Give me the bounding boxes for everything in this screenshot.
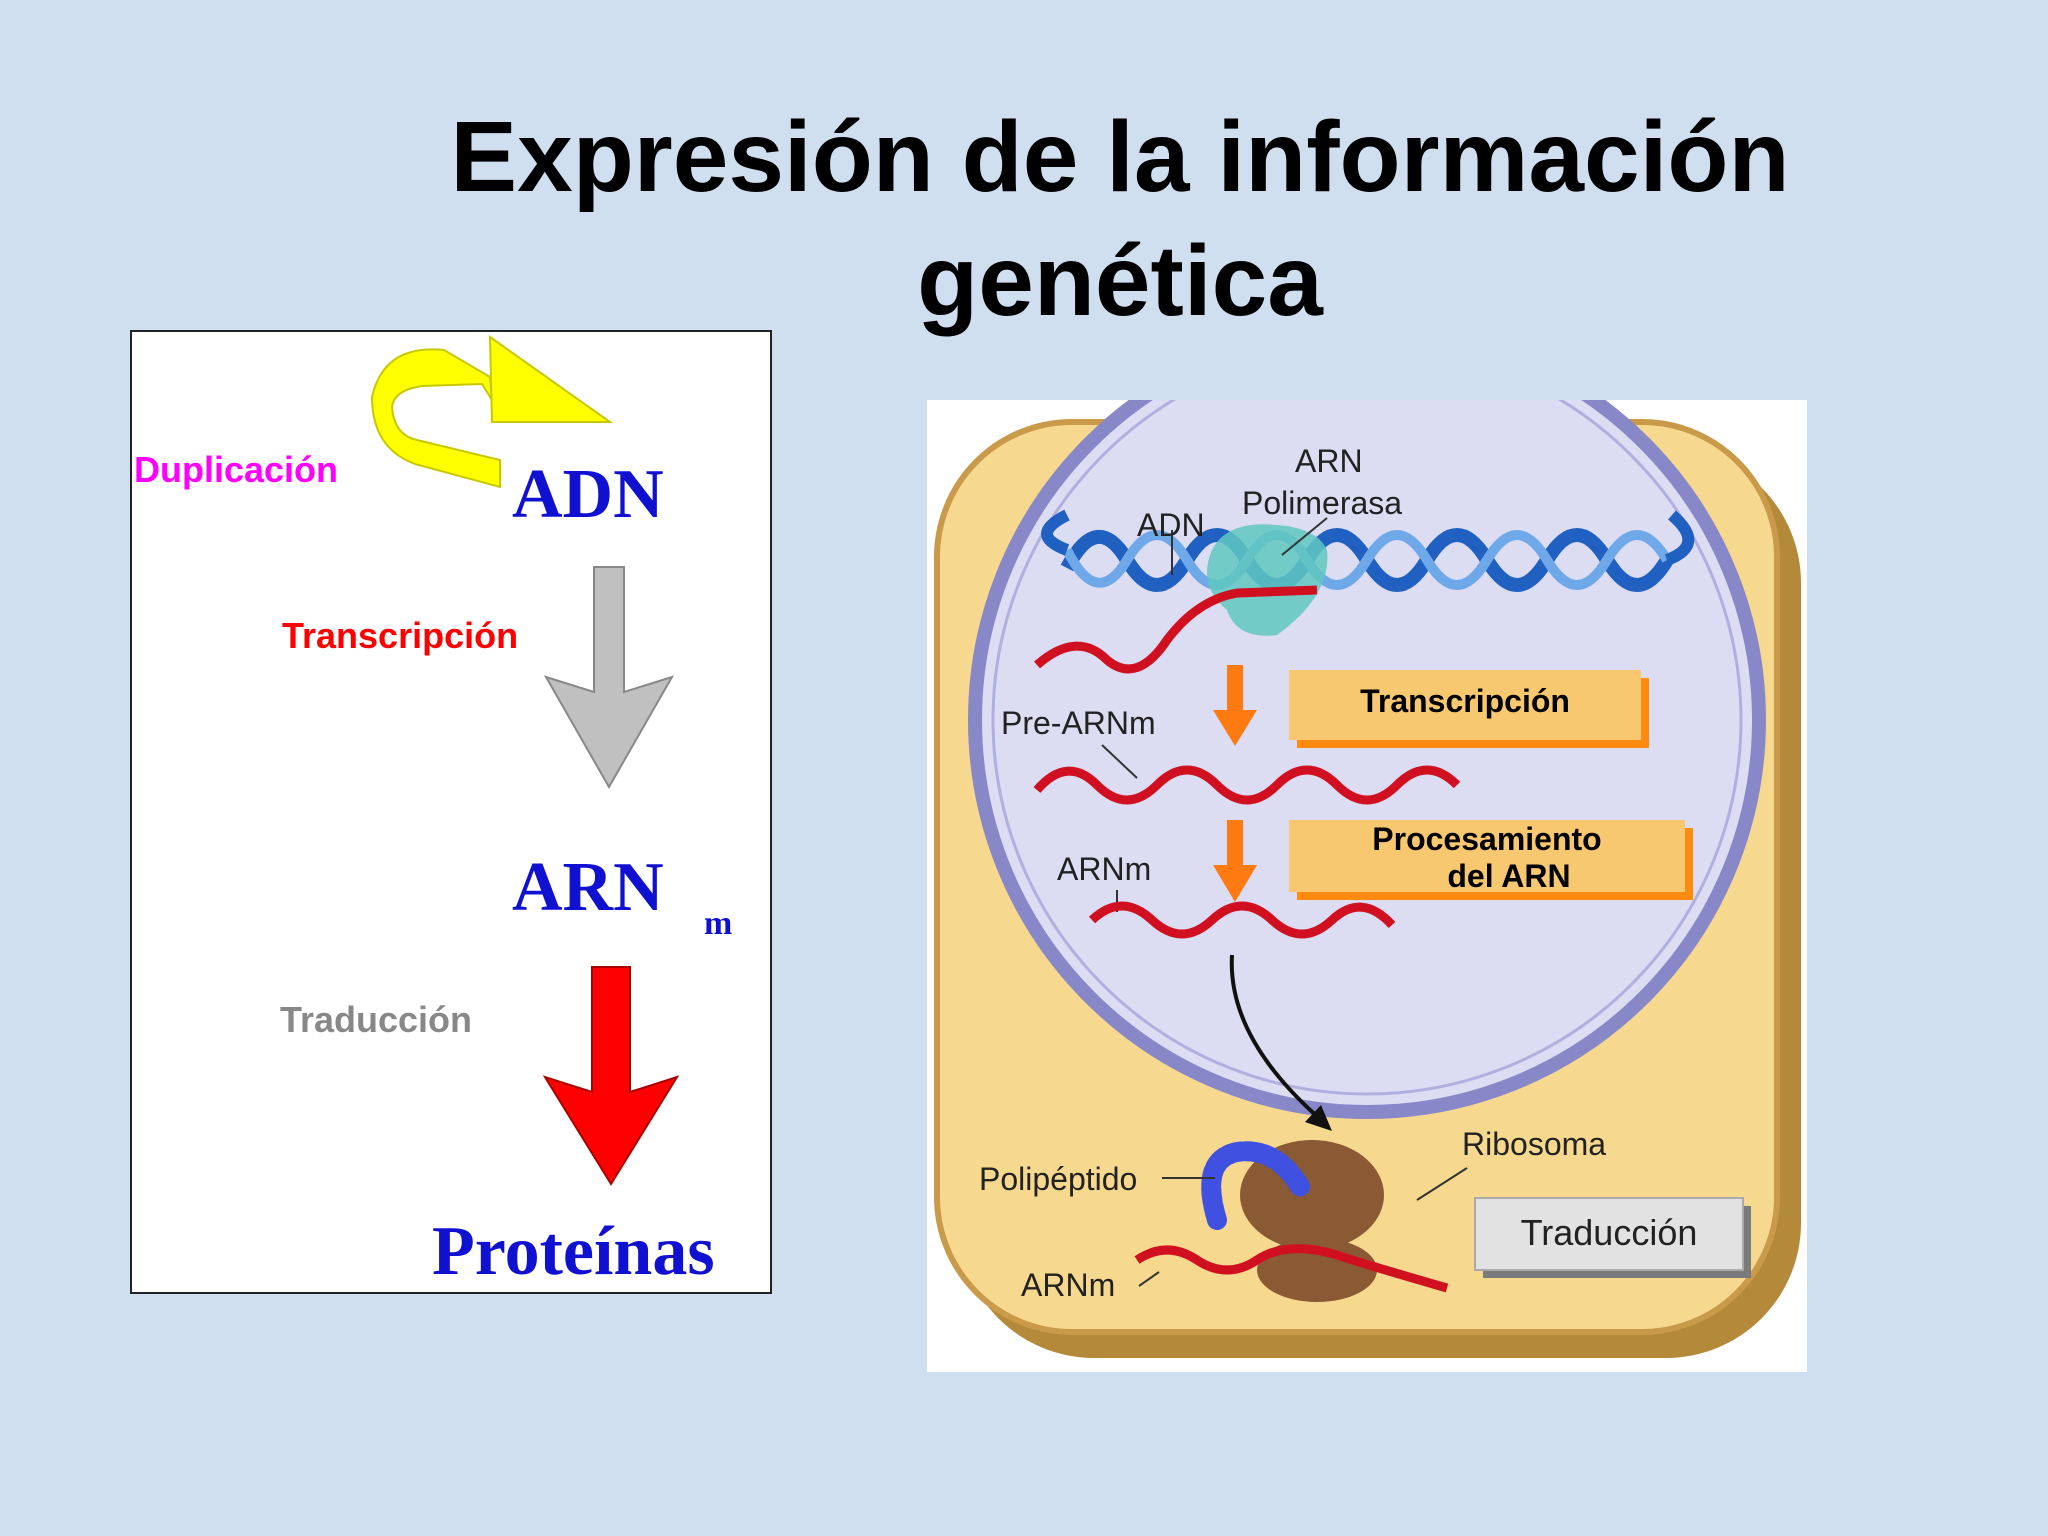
export-arrow bbox=[1229, 954, 1329, 1127]
slide-title-line1: Expresión de la información bbox=[450, 101, 1790, 213]
arnm-cytoplasm-pointer bbox=[1138, 1271, 1160, 1287]
translation-label: Traducción bbox=[280, 999, 472, 1040]
pre-arnm-pointer bbox=[1101, 744, 1138, 779]
translation-arrow bbox=[542, 966, 680, 1186]
export-arrow-head bbox=[1305, 1105, 1332, 1131]
polipeptido-label: Polipéptido bbox=[979, 1161, 1137, 1197]
processing-box-label-line1: Procesamiento bbox=[1372, 821, 1601, 857]
rna-polymerase bbox=[1207, 524, 1328, 636]
arnm-cytoplasm-label: ARNm bbox=[1021, 1267, 1115, 1303]
arn-subscript: m bbox=[704, 905, 732, 942]
central-dogma-diagram: Duplicación ADN Transcripción ARN m Trad… bbox=[130, 330, 772, 1294]
processing-box bbox=[1289, 820, 1685, 892]
duplication-label: Duplicación bbox=[134, 449, 338, 490]
ribosoma-pointer bbox=[1416, 1167, 1468, 1201]
transcription-arrow bbox=[1213, 665, 1257, 746]
arnm-nucleus-label: ARNm bbox=[1057, 851, 1151, 887]
traduccion-box-label: Traducción bbox=[1521, 1212, 1698, 1253]
transcription-arrow bbox=[543, 566, 675, 790]
polimerasa-pointer bbox=[1281, 517, 1328, 556]
cell-expression-diagram: ARN Polimerasa ADN Transcripción Pre-ARN… bbox=[927, 400, 1807, 1372]
slide-title-line2: genética bbox=[917, 225, 1323, 337]
proteins-label: Proteínas bbox=[432, 1213, 715, 1290]
ribosoma-label: Ribosoma bbox=[1462, 1126, 1606, 1162]
transcription-label: Transcripción bbox=[282, 615, 518, 656]
processing-box-label-line2: del ARN bbox=[1447, 858, 1570, 894]
cytoplasm-mrna bbox=[1134, 1244, 1449, 1293]
transcription-box bbox=[1289, 670, 1641, 740]
nascent-rna bbox=[1034, 585, 1318, 674]
transcription-box-label: Transcripción bbox=[1360, 683, 1570, 719]
adn-label: ADN bbox=[1137, 507, 1205, 543]
processing-arrow bbox=[1213, 820, 1257, 902]
mature-mrna-wave bbox=[1088, 901, 1396, 939]
adn-label: ADN bbox=[512, 456, 664, 533]
polypeptide-chain bbox=[1201, 1141, 1312, 1230]
dna-helix bbox=[1041, 509, 1695, 592]
arn-polimerasa-label-line2: Polimerasa bbox=[1242, 485, 1402, 521]
arn-polimerasa-label-line1: ARN bbox=[1295, 443, 1363, 479]
pre-mrna-wave bbox=[1033, 765, 1461, 805]
traduccion-box bbox=[1474, 1197, 1744, 1271]
nucleus-inner-ring bbox=[991, 400, 1743, 1096]
duplication-arrow bbox=[370, 348, 501, 489]
duplication-arrow-head bbox=[488, 335, 614, 423]
pre-arnm-label: Pre-ARNm bbox=[1001, 705, 1156, 741]
slide-title: Expresión de la información genética bbox=[300, 95, 1940, 343]
arn-label: ARN bbox=[512, 849, 664, 926]
